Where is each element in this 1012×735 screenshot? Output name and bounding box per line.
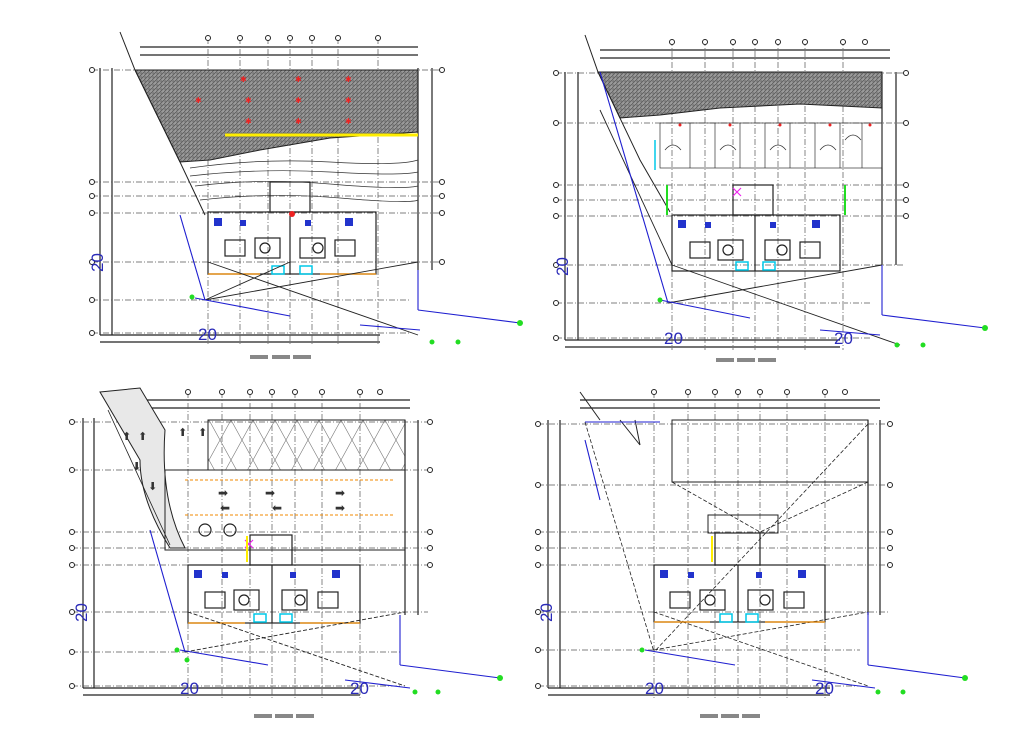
svg-text:➡: ➡	[265, 486, 275, 500]
scale-bar	[700, 714, 760, 718]
hatched-slope	[134, 69, 419, 163]
dim-label-bottom-left: 20	[180, 679, 199, 698]
dim-label-bottom-right: 20	[815, 679, 834, 698]
scale-bar	[254, 714, 314, 718]
svg-text:✱: ✱	[240, 75, 247, 84]
plan-top-right: 20 20 20	[553, 34, 988, 362]
dim-label-vertical: 20	[537, 603, 556, 622]
plan-bottom-right: 20 20 20	[535, 389, 968, 718]
dim-label-vertical: 20	[553, 257, 572, 276]
svg-text:⬇: ⬇	[132, 460, 141, 473]
scale-bar	[250, 355, 311, 359]
dim-label-vertical: 20	[88, 253, 107, 272]
building-block	[187, 534, 361, 624]
svg-text:➡: ➡	[335, 501, 345, 515]
building-block	[671, 184, 841, 272]
dim-label-vertical: 20	[72, 603, 91, 622]
parking-bays	[659, 122, 883, 169]
dim-label-bottom-left: 20	[664, 329, 683, 348]
svg-text:➡: ➡	[218, 486, 228, 500]
hatched-slope	[597, 71, 883, 119]
svg-text:✱: ✱	[295, 96, 302, 105]
svg-text:✱: ✱	[295, 117, 302, 126]
scale-bar	[716, 358, 776, 362]
svg-text:✱: ✱	[295, 75, 302, 84]
svg-text:⬇: ⬇	[148, 480, 157, 493]
building-block	[653, 532, 826, 623]
svg-text:✱: ✱	[245, 117, 252, 126]
svg-text:⬅: ⬅	[220, 501, 230, 515]
svg-text:⬅: ⬅	[272, 501, 282, 515]
parking-deck	[207, 419, 406, 471]
dim-label-bottom-right: 20	[834, 329, 853, 348]
svg-text:➡: ➡	[335, 486, 345, 500]
parking-ramp	[99, 387, 186, 549]
svg-text:⬆: ⬆	[178, 426, 187, 439]
plan-top-left: ✱ ✱ ✱ ✱ ✱ ✱ ✱ ✱ ✱ ✱	[88, 31, 523, 359]
dim-label-bottom-left: 20	[645, 679, 664, 698]
svg-text:✱: ✱	[345, 75, 352, 84]
dim-label-bottom: 20	[198, 325, 217, 344]
svg-text:⬆: ⬆	[122, 430, 131, 443]
plan-bottom-left: ⬆⬆ ⬇⬇ ⬆⬆ ➡➡➡ ⬅⬅➡	[69, 387, 503, 718]
building-block	[207, 181, 377, 275]
svg-text:✱: ✱	[245, 96, 252, 105]
dim-label-bottom-right: 20	[350, 679, 369, 698]
svg-text:⬆: ⬆	[198, 426, 207, 439]
svg-text:✱: ✱	[345, 96, 352, 105]
svg-text:✱: ✱	[345, 117, 352, 126]
svg-text:⬆: ⬆	[138, 430, 147, 443]
svg-text:✱: ✱	[195, 96, 202, 105]
